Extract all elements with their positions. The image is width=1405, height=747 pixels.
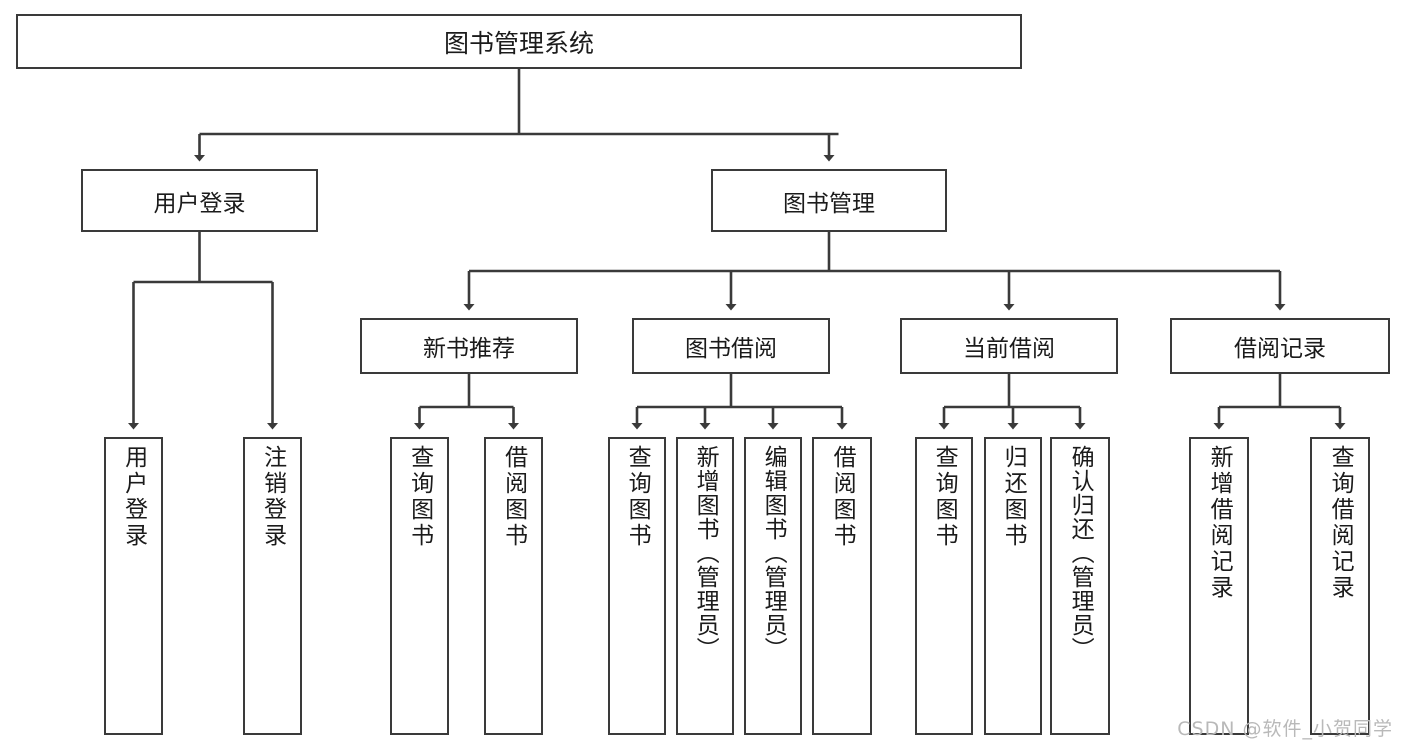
node-label: 图书管理系统 bbox=[443, 28, 594, 58]
node-leaf-query-book-recommend[interactable]: 查询图书 bbox=[390, 437, 449, 735]
node-leaf-borrow-book[interactable]: 借阅图书 bbox=[812, 437, 872, 735]
node-leaf-user-login[interactable]: 用户登录 bbox=[104, 437, 163, 735]
node-label: 新增图书（管理员） bbox=[692, 445, 719, 661]
node-leaf-query-book-borrow[interactable]: 查询图书 bbox=[608, 437, 666, 735]
node-label: 借阅记录 bbox=[1234, 336, 1326, 362]
node-label: 用户登录 bbox=[120, 445, 147, 549]
node-label: 确认归还（管理员） bbox=[1067, 445, 1094, 661]
node-label: 编辑图书（管理员） bbox=[760, 445, 787, 661]
node-current-borrow[interactable]: 当前借阅 bbox=[900, 318, 1118, 374]
node-leaf-add-book[interactable]: 新增图书（管理员） bbox=[676, 437, 734, 735]
node-label: 新增借阅记录 bbox=[1206, 445, 1233, 601]
node-label: 当前借阅 bbox=[963, 336, 1055, 362]
node-label: 用户登录 bbox=[153, 190, 246, 217]
node-label: 查询图书 bbox=[406, 445, 433, 549]
node-label: 图书管理 bbox=[783, 190, 875, 217]
node-label: 查询图书 bbox=[624, 445, 651, 549]
node-label: 归还图书 bbox=[1000, 445, 1027, 549]
node-label: 查询图书 bbox=[931, 445, 958, 549]
node-book-manage[interactable]: 图书管理 bbox=[711, 169, 947, 232]
node-leaf-add-borrow-record[interactable]: 新增借阅记录 bbox=[1189, 437, 1249, 735]
node-leaf-return-book[interactable]: 归还图书 bbox=[984, 437, 1042, 735]
node-leaf-borrow-book-recommend[interactable]: 借阅图书 bbox=[484, 437, 543, 735]
node-root-system[interactable]: 图书管理系统 bbox=[16, 14, 1022, 69]
node-label: 注销登录 bbox=[259, 445, 286, 549]
node-label: 图书借阅 bbox=[685, 336, 777, 362]
node-label: 借阅图书 bbox=[829, 445, 856, 549]
node-borrow-record[interactable]: 借阅记录 bbox=[1170, 318, 1390, 374]
node-label: 新书推荐 bbox=[423, 336, 515, 362]
node-new-book-recommend[interactable]: 新书推荐 bbox=[360, 318, 578, 374]
node-leaf-query-book-current[interactable]: 查询图书 bbox=[915, 437, 973, 735]
node-book-borrow[interactable]: 图书借阅 bbox=[632, 318, 830, 374]
node-leaf-user-logout[interactable]: 注销登录 bbox=[243, 437, 302, 735]
node-label: 借阅图书 bbox=[500, 445, 527, 549]
node-user-login[interactable]: 用户登录 bbox=[81, 169, 318, 232]
node-leaf-edit-book[interactable]: 编辑图书（管理员） bbox=[744, 437, 802, 735]
node-label: 查询借阅记录 bbox=[1327, 445, 1354, 601]
node-leaf-query-borrow-record[interactable]: 查询借阅记录 bbox=[1310, 437, 1370, 735]
csdn-watermark: CSDN @软件_小贺同学 bbox=[1177, 718, 1393, 740]
node-leaf-confirm-return[interactable]: 确认归还（管理员） bbox=[1050, 437, 1110, 735]
